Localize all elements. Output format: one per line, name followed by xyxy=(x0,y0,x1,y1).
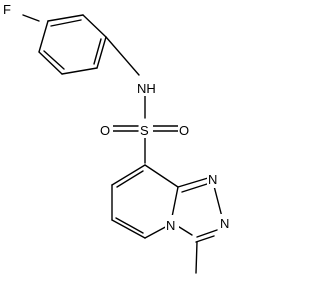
bridge-nitrogen-label: N xyxy=(166,218,175,233)
sulfur-label: S xyxy=(140,123,149,138)
oxygen-right-label: O xyxy=(179,123,189,138)
oxygen-left-label: O xyxy=(100,123,110,138)
fluorine-label: F xyxy=(3,2,11,17)
c-f-bond xyxy=(22,14,40,22)
ring-nh-bond xyxy=(105,36,140,76)
sulfonyl-oxygen-bonds xyxy=(111,125,179,132)
triazole-nitrogen-2-label: N xyxy=(220,216,229,231)
triazole-nitrogen-1-label: N xyxy=(208,172,217,187)
fluorophenyl-ring xyxy=(38,14,107,75)
amine-nitrogen-label: NH xyxy=(137,81,156,96)
methyl-bond xyxy=(195,241,198,274)
chemical-structure: F NH S O O N N N xyxy=(3,2,230,274)
